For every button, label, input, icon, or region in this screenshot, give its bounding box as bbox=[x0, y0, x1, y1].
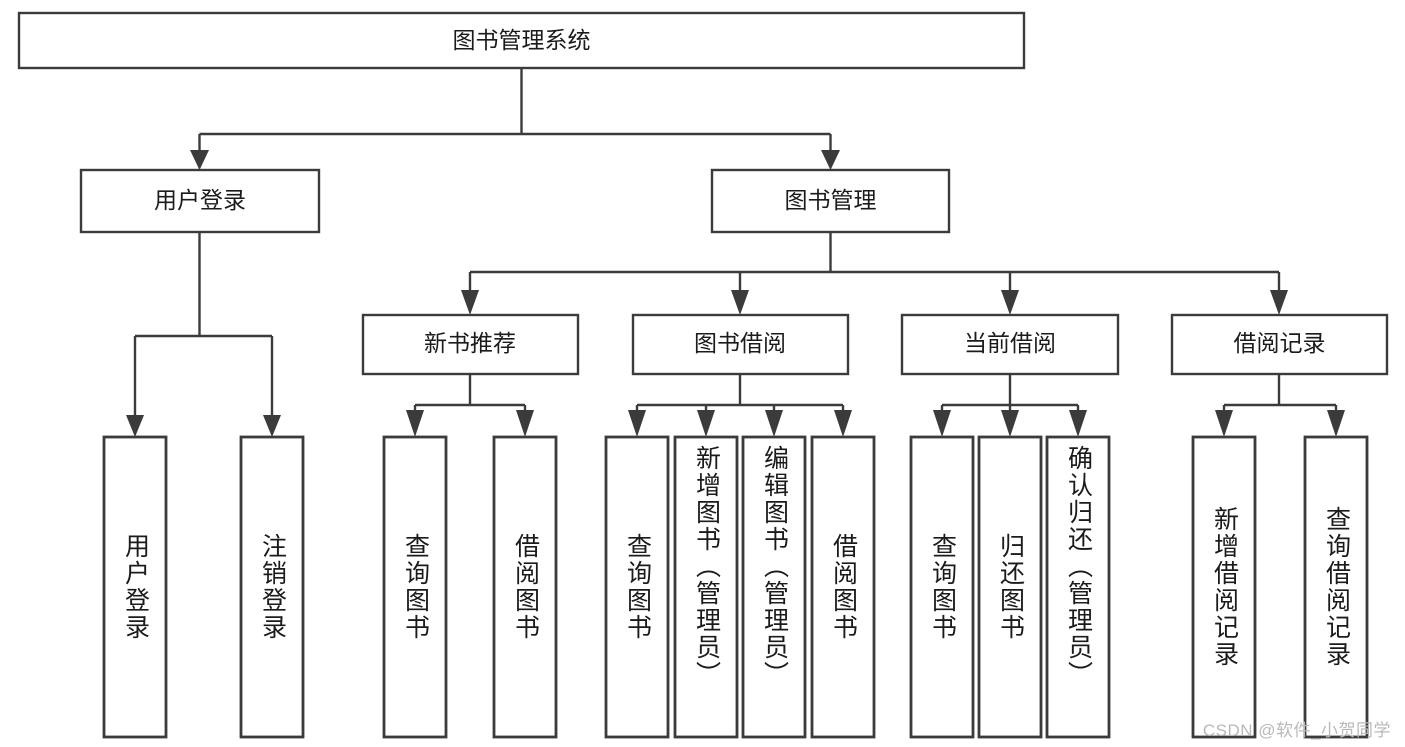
arrow-head-to-borrow-record bbox=[1270, 290, 1288, 315]
arrow-head-bookborrow-leaf-1 bbox=[628, 410, 646, 437]
leaf-box-current-borrow-1[interactable] bbox=[909, 435, 975, 739]
leaf-box-book-borrow-2[interactable] bbox=[673, 435, 739, 739]
leaf-box-user-login-2[interactable] bbox=[239, 435, 305, 739]
leaf-box-book-borrow-1[interactable] bbox=[604, 435, 670, 739]
node-user-login[interactable]: 用户登录 bbox=[79, 168, 321, 234]
node-book-manage[interactable]: 图书管理 bbox=[710, 168, 951, 234]
node-current-borrow-box[interactable] bbox=[900, 313, 1120, 376]
arrow-head-bookborrow-leaf-2 bbox=[697, 410, 715, 437]
node-user-login-box[interactable] bbox=[79, 168, 321, 234]
node-new-book-recommend[interactable]: 新书推荐 bbox=[361, 313, 580, 376]
connector-group-book-borrow bbox=[628, 374, 852, 437]
leaf-boxes bbox=[102, 435, 1369, 739]
leaf-box-new-book-1[interactable] bbox=[382, 435, 448, 739]
connector-group-root bbox=[190, 68, 840, 170]
leaf-box-book-borrow-3[interactable] bbox=[741, 435, 807, 739]
arrow-head-currentborrow-leaf-2 bbox=[1001, 410, 1019, 437]
arrow-head-to-book-manage bbox=[821, 150, 840, 170]
arrow-head-borrowrecord-leaf-1 bbox=[1215, 410, 1233, 437]
node-new-book-recommend-box[interactable] bbox=[361, 313, 580, 376]
leaf-box-borrow-record-1[interactable] bbox=[1191, 435, 1257, 739]
node-root-box[interactable] bbox=[17, 11, 1026, 70]
leaf-box-borrow-record-2[interactable] bbox=[1303, 435, 1369, 739]
leaf-box-current-borrow-2[interactable] bbox=[977, 435, 1043, 739]
node-borrow-record[interactable]: 借阅记录 bbox=[1170, 313, 1389, 376]
arrow-head-borrowrecord-leaf-2 bbox=[1327, 410, 1345, 437]
arrow-head-currentborrow-leaf-1 bbox=[933, 410, 951, 437]
arrow-head-to-user-login bbox=[190, 150, 209, 170]
arrow-head-bookborrow-leaf-4 bbox=[834, 410, 852, 437]
arrow-head-user-leaf-1 bbox=[126, 415, 144, 437]
node-book-borrow-label: 图书借阅 bbox=[694, 330, 786, 356]
node-new-book-recommend-label: 新书推荐 bbox=[424, 330, 516, 356]
node-root-label: 图书管理系统 bbox=[453, 27, 591, 53]
arrow-head-to-book-borrow bbox=[731, 290, 749, 315]
node-root[interactable]: 图书管理系统 bbox=[17, 11, 1026, 70]
connector-group-current-borrow bbox=[933, 374, 1087, 437]
connector-group-user-login bbox=[126, 232, 281, 437]
leaf-box-user-login-1[interactable] bbox=[102, 435, 168, 739]
node-book-borrow[interactable]: 图书借阅 bbox=[631, 313, 850, 376]
node-book-manage-label: 图书管理 bbox=[785, 187, 877, 213]
arrow-head-newbook-leaf-2 bbox=[516, 410, 534, 437]
arrow-head-to-current-borrow bbox=[1001, 290, 1019, 315]
arrow-head-to-new-book bbox=[461, 290, 479, 315]
node-borrow-record-box[interactable] bbox=[1170, 313, 1389, 376]
node-borrow-record-label: 借阅记录 bbox=[1234, 330, 1326, 356]
leaf-box-book-borrow-4[interactable] bbox=[810, 435, 876, 739]
connector-group-borrow-record bbox=[1215, 374, 1345, 437]
arrow-head-bookborrow-leaf-3 bbox=[765, 410, 783, 437]
node-book-manage-box[interactable] bbox=[710, 168, 951, 234]
arrow-head-newbook-leaf-1 bbox=[406, 410, 424, 437]
arrow-head-user-leaf-2 bbox=[263, 415, 281, 437]
leaf-box-new-book-2[interactable] bbox=[492, 435, 558, 739]
leaf-box-current-borrow-3[interactable] bbox=[1045, 435, 1111, 739]
arrow-head-currentborrow-leaf-3 bbox=[1069, 410, 1087, 437]
node-current-borrow-label: 当前借阅 bbox=[964, 330, 1056, 356]
connector-group-new-book bbox=[406, 374, 534, 437]
node-current-borrow[interactable]: 当前借阅 bbox=[900, 313, 1120, 376]
connector-group-book-manage bbox=[461, 232, 1288, 315]
csdn-watermark: CSDN @软件_小贺同学 bbox=[1202, 721, 1391, 740]
node-book-borrow-box[interactable] bbox=[631, 313, 850, 376]
node-user-login-label: 用户登录 bbox=[154, 187, 246, 213]
